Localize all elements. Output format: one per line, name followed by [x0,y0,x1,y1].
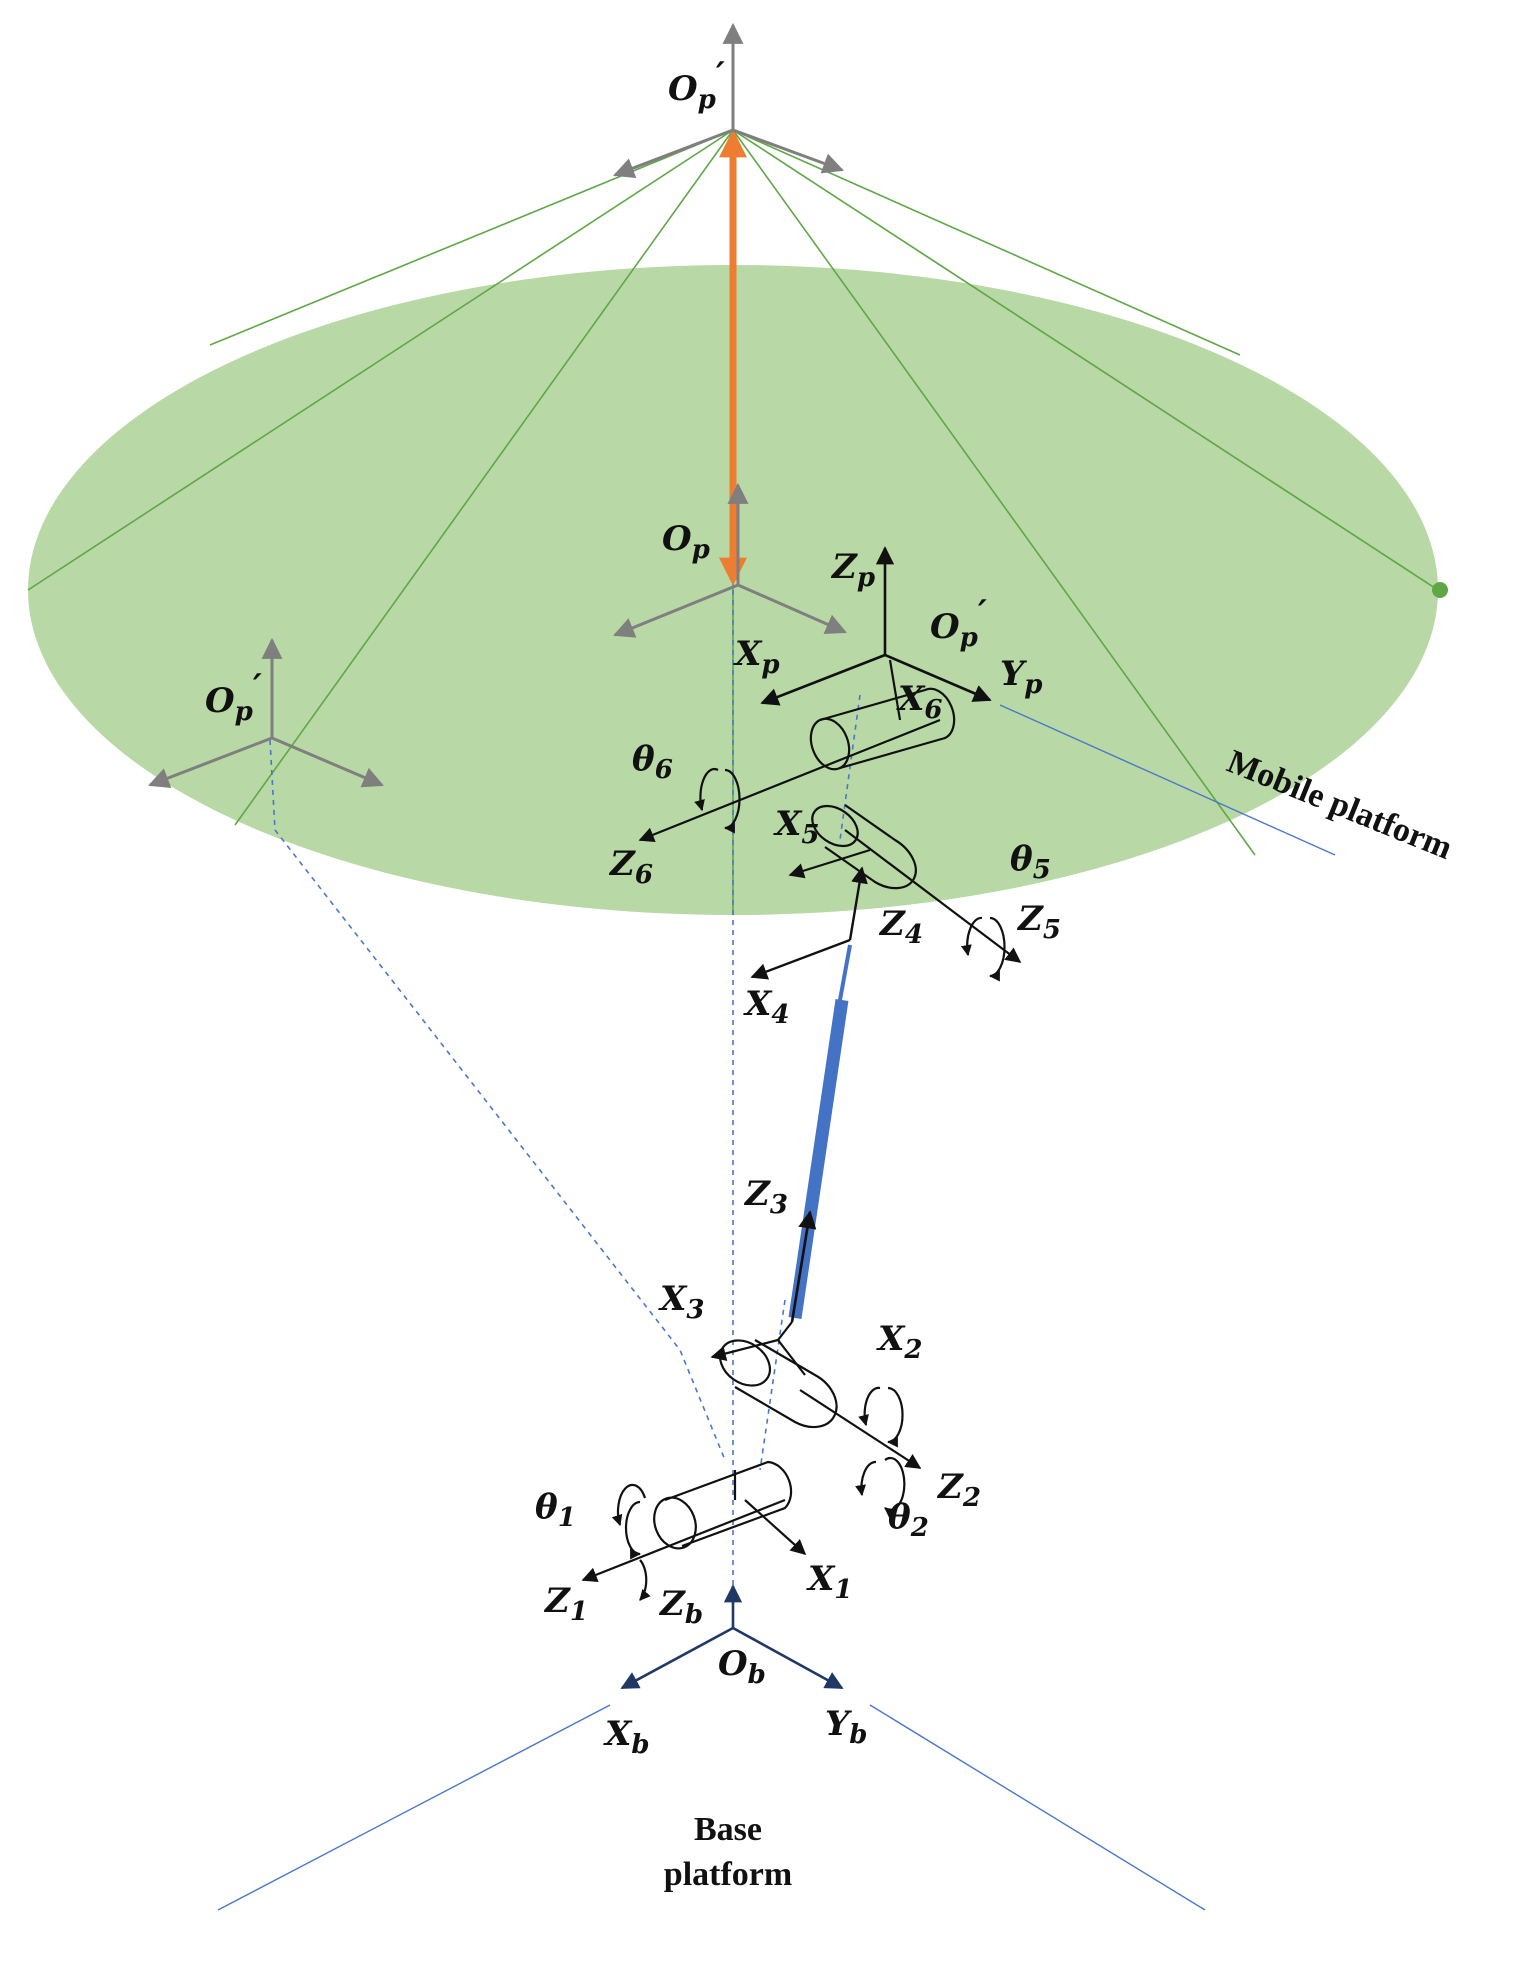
label-x2: X2 [876,1319,922,1365]
z3-axis [790,1210,817,1323]
prismatic-actuator [788,999,849,1319]
label-z4: Z4 [878,904,923,950]
label-xp: Xp [733,634,780,680]
label-z2: Z2 [936,1467,981,1513]
label-theta6: θ6 [632,739,673,785]
label-z1: Z1 [543,1581,588,1627]
caption-base-line1: Base [694,1811,762,1848]
label-x3: X3 [658,1279,704,1325]
label-op-prime-left: Op′ [205,667,262,727]
label-yb: Yb [825,1704,867,1750]
joint-6-revolute [638,659,956,843]
label-xb: Xb [603,1714,650,1760]
link-4 [750,866,868,980]
label-x1: X1 [806,1559,852,1605]
label-zp: Zp [830,547,875,593]
joint-1-revolute [581,1460,807,1601]
label-x6: X6 [896,679,942,725]
label-ob: Ob [718,1644,766,1690]
label-z6: Z6 [608,844,653,890]
platform-outline-lines [217,704,1336,1911]
dashed-guides [269,560,861,1610]
label-theta2: θ2 [888,1497,929,1543]
label-op: Op [662,519,710,565]
label-yp: Yp [1000,654,1042,700]
label-z5: Z5 [1016,899,1061,945]
caption-base-line2: platform [664,1856,792,1893]
mobile-frame-axes [760,546,992,706]
link-4-blue-segment [838,944,852,1001]
workspace-cone-lines [27,129,1439,915]
label-zb: Zb [658,1584,703,1630]
joint-5-revolute [788,804,1022,982]
op-frame [613,482,847,638]
label-op-prime-top: Op′ [668,55,725,115]
base-frame-axes [620,1584,844,1690]
label-theta5: θ5 [1010,839,1051,885]
boundary-point [1432,582,1448,598]
op-prime-top-frame [613,22,844,179]
label-op-prime-right: Op′ [930,593,987,653]
op-prime-left-frame [148,637,384,789]
joint-2-revolute [710,1321,922,1519]
label-x4: X4 [743,984,789,1030]
label-theta1: θ1 [535,1487,576,1533]
label-x5: X5 [773,804,819,850]
label-z3: Z3 [743,1174,788,1220]
